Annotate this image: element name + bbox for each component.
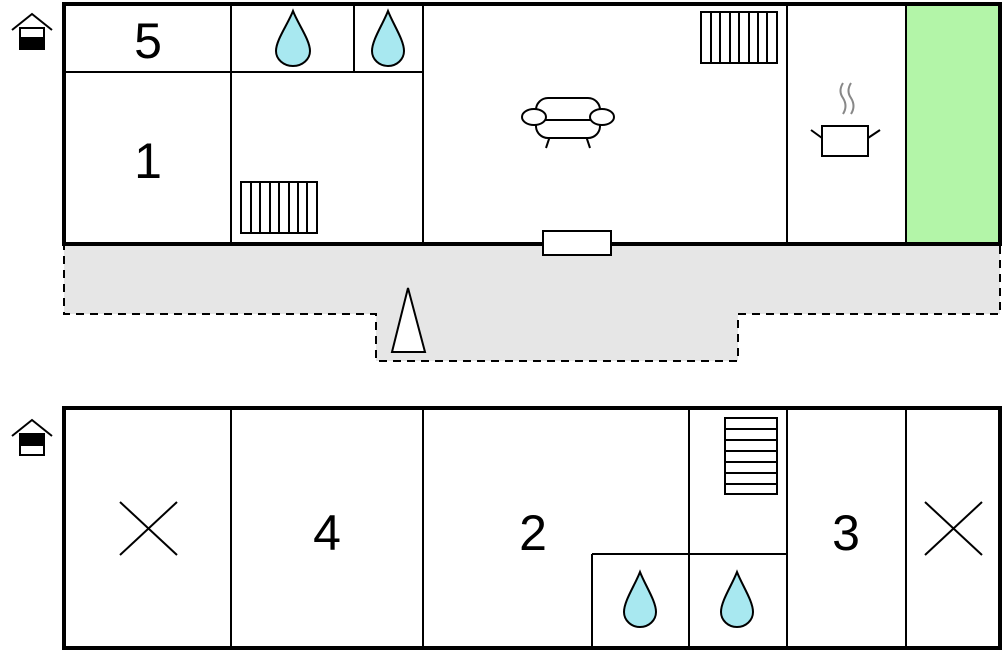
bathroom-icon — [719, 569, 755, 628]
bathroom-icon — [370, 8, 406, 67]
floor-indicator-upper-icon — [11, 12, 53, 50]
room-number-5: 5 — [134, 13, 162, 69]
stairs-icon — [724, 417, 778, 495]
lower-floor-outline — [62, 406, 1002, 650]
north-arrow-icon — [390, 287, 427, 353]
unused-cross-icon — [119, 501, 178, 556]
upper-floor-outline — [62, 2, 1002, 246]
bathroom-icon — [274, 8, 312, 67]
upper-floor: 5 1 — [11, 2, 1002, 256]
kitchen-icon — [810, 82, 881, 157]
fireplace-icon — [542, 230, 612, 256]
bathroom-icon — [622, 569, 658, 628]
unused-cross-icon — [924, 501, 983, 556]
radiator-icon — [240, 181, 318, 234]
floor-indicator-lower-icon — [11, 418, 53, 456]
room-number-2: 2 — [519, 505, 547, 561]
room-number-3: 3 — [832, 505, 860, 561]
sofa-icon — [521, 97, 615, 149]
lower-floor: 4 2 3 — [11, 406, 1002, 650]
room-number-4: 4 — [313, 505, 341, 561]
terrace-area — [63, 243, 1001, 362]
radiator-icon — [700, 11, 778, 64]
room-number-1: 1 — [134, 133, 162, 189]
balcony — [906, 4, 1000, 244]
